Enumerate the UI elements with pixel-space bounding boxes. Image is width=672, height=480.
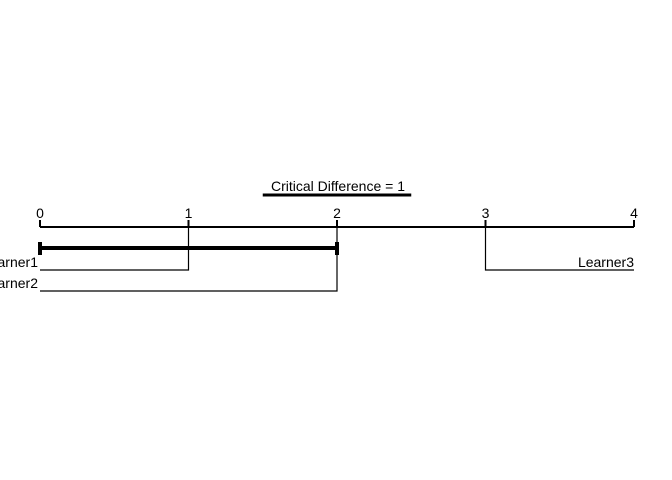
cd-label: Critical Difference = 1 <box>271 178 405 194</box>
learner-label: Learner3 <box>578 254 634 270</box>
learner-label: Learner2 <box>0 275 38 291</box>
tick-label: 1 <box>185 205 193 221</box>
tick-group: 0 1 2 3 4 <box>36 205 638 227</box>
tick-label: 2 <box>333 205 341 221</box>
learner-connector <box>40 227 190 271</box>
learner-group: Learner1Learner2 Learner3 <box>0 227 634 292</box>
learner-connector <box>40 227 338 292</box>
learner-label: Learner1 <box>0 254 38 270</box>
tick-label: 0 <box>36 205 44 221</box>
learner-connector <box>484 227 634 271</box>
tick-label: 4 <box>630 205 638 221</box>
tick-label: 3 <box>482 205 490 221</box>
